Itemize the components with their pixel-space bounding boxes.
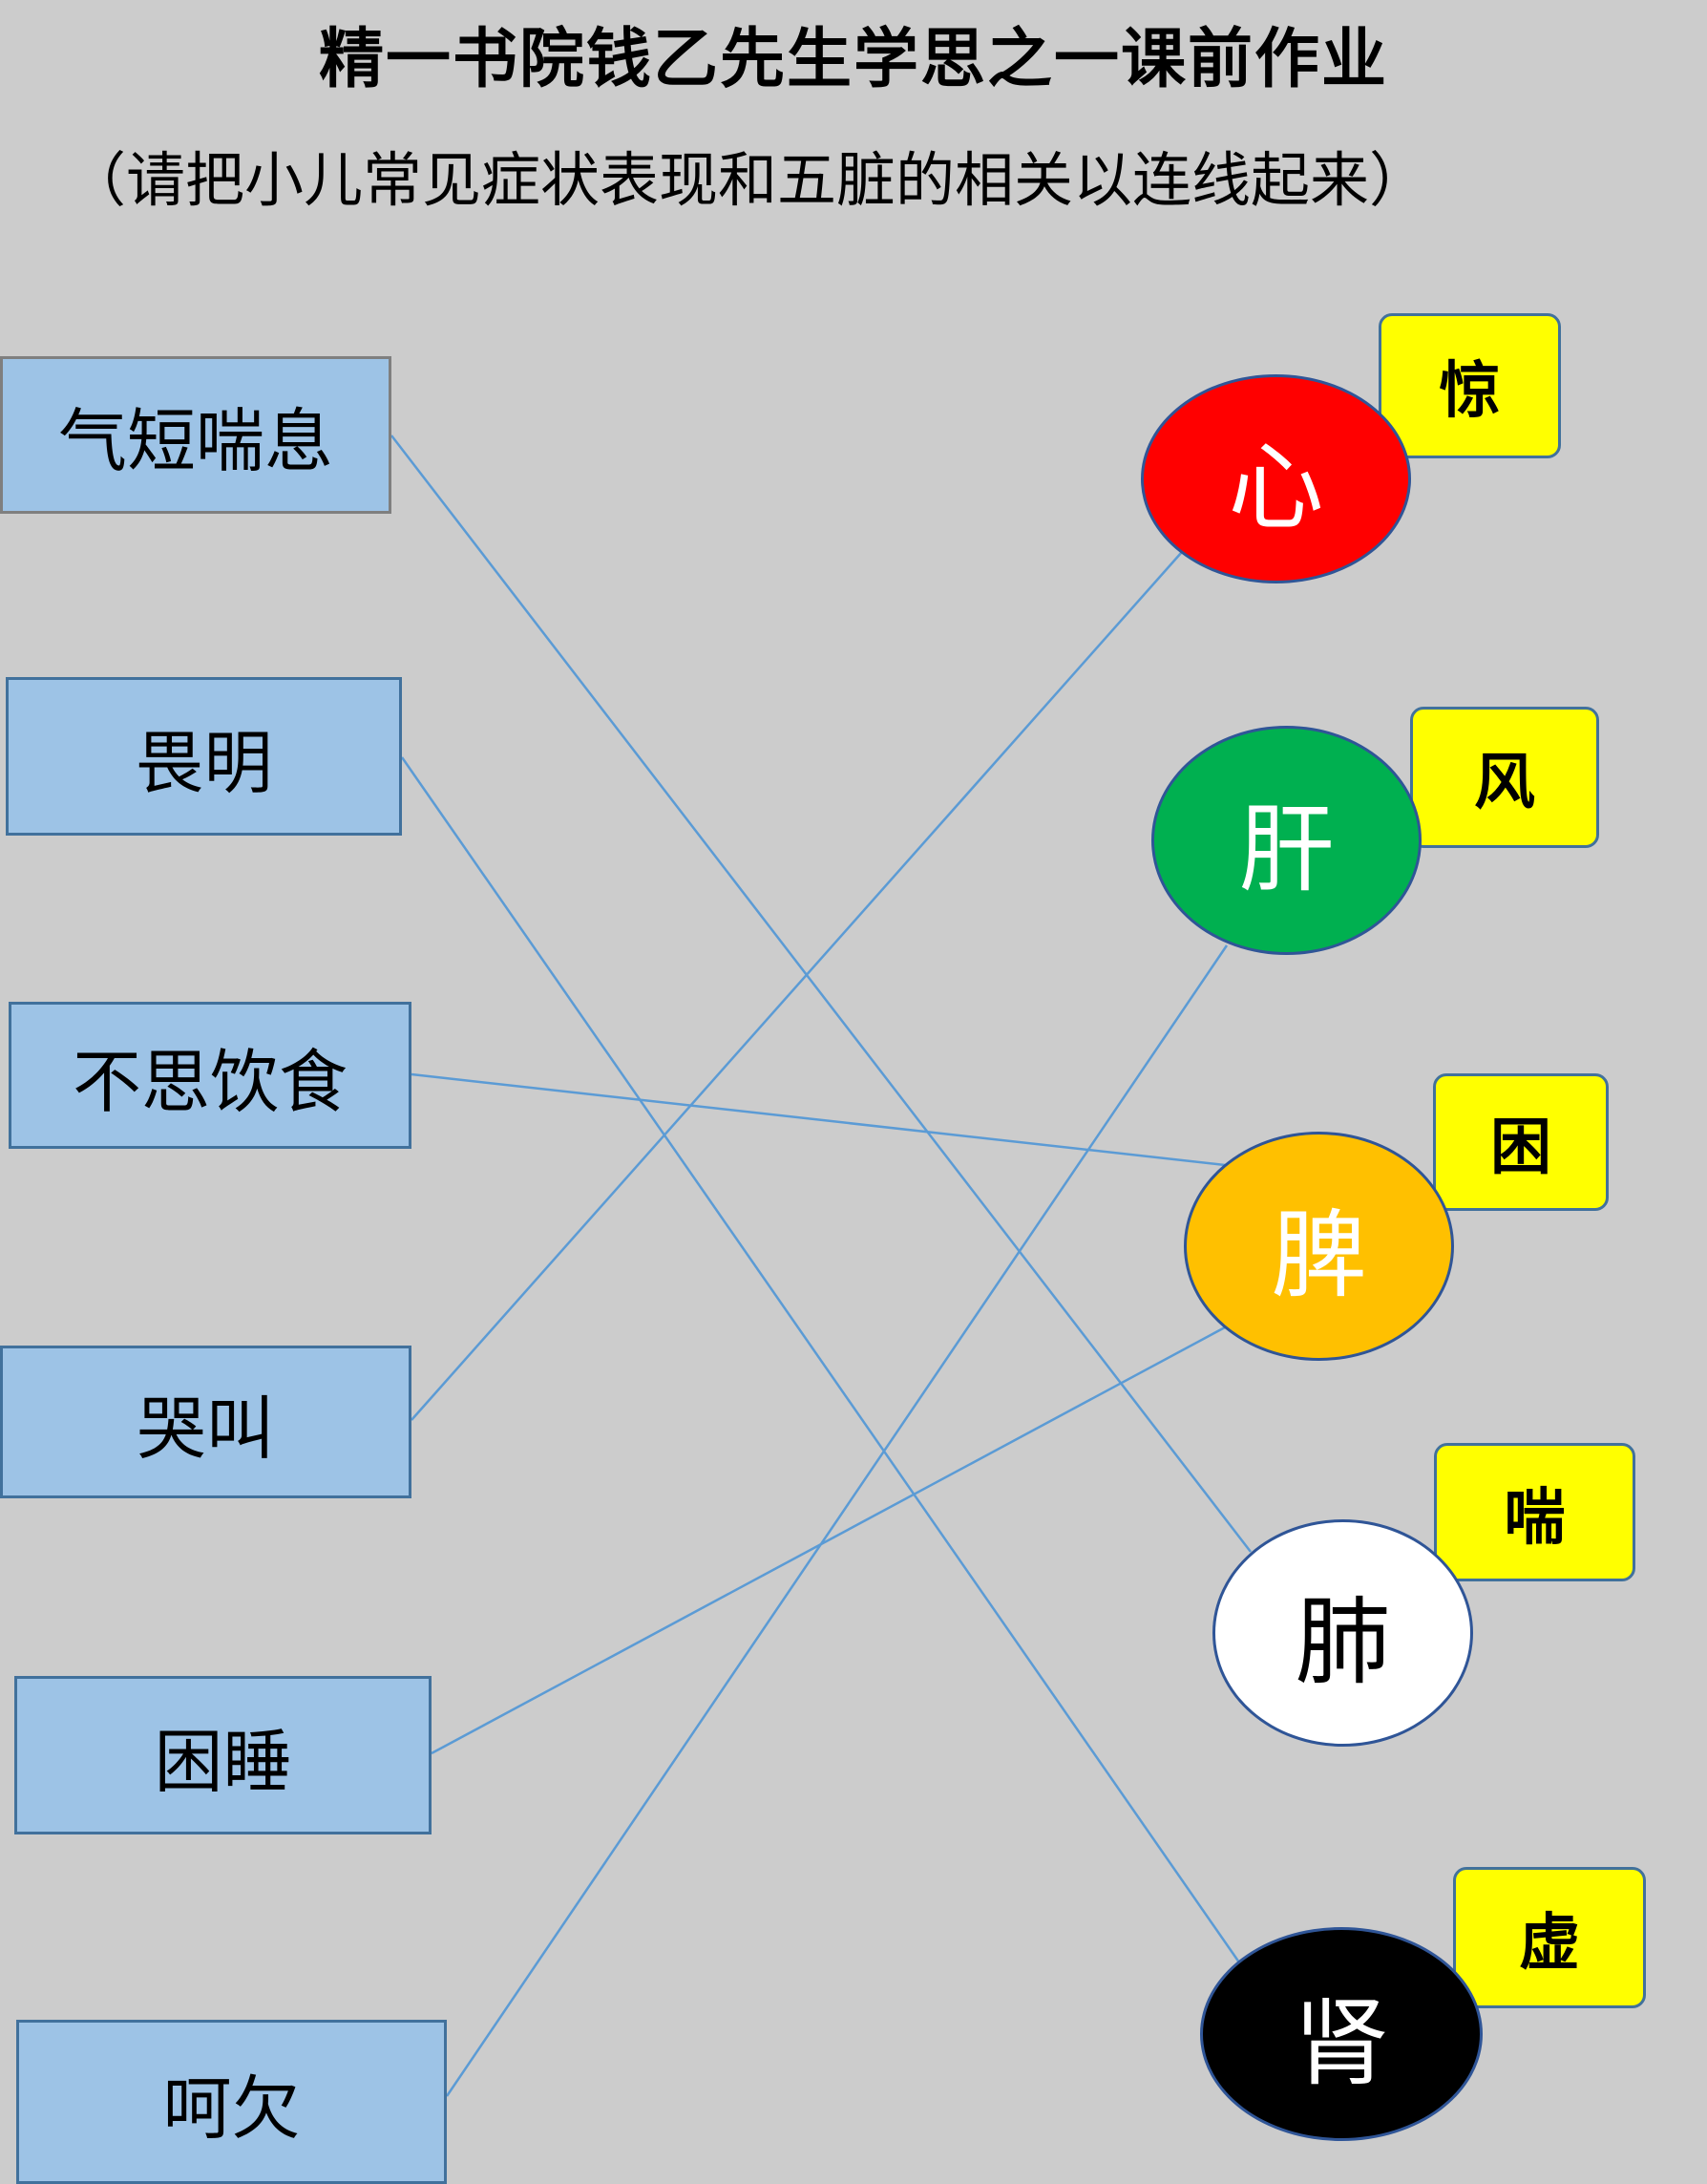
symptom-box-sleepy[interactable]: 困睡: [14, 1676, 432, 1834]
connector-crying-heart[interactable]: [411, 551, 1183, 1421]
tag-sleepiness: 困: [1433, 1073, 1609, 1211]
tag-wind: 风: [1410, 707, 1599, 848]
connector-appetite-spleen[interactable]: [411, 1072, 1226, 1167]
symptom-box-shortness-of-breath[interactable]: 气短喘息: [0, 356, 391, 514]
symptom-label: 呵欠: [162, 2067, 301, 2149]
connector-photophobia-kidney[interactable]: [400, 756, 1241, 1963]
page-title: 精一书院钱乙先生学思之一课前作业: [318, 21, 1388, 97]
page-subtitle: （请把小儿常见症状表现和五脏的相关以连线起来）: [67, 145, 1429, 215]
organ-heart[interactable]: 心: [1141, 374, 1411, 583]
tag-deficiency: 虚: [1453, 1867, 1646, 2008]
symptom-label: 不思饮食: [72, 1041, 348, 1122]
symptom-label: 困睡: [154, 1721, 292, 1802]
symptom-label: 畏明: [135, 722, 273, 803]
tag-panting: 喘: [1434, 1443, 1635, 1581]
connector-sleepy-spleen[interactable]: [431, 1325, 1226, 1755]
symptom-box-crying[interactable]: 哭叫: [0, 1346, 411, 1498]
connector-breath-lung[interactable]: [390, 435, 1252, 1553]
organ-liver[interactable]: 肝: [1151, 726, 1422, 955]
organ-kidney[interactable]: 肾: [1200, 1927, 1483, 2141]
symptom-label: 气短喘息: [57, 401, 333, 481]
symptom-box-photophobia[interactable]: 畏明: [6, 677, 402, 836]
symptom-label: 哭叫: [137, 1388, 275, 1469]
tag-fright: 惊: [1379, 313, 1561, 458]
symptom-box-no-appetite[interactable]: 不思饮食: [9, 1002, 411, 1149]
connector-yawn-liver[interactable]: [445, 944, 1229, 2097]
organ-lung[interactable]: 肺: [1212, 1519, 1473, 1747]
symptom-box-yawn[interactable]: 呵欠: [16, 2020, 447, 2184]
organ-spleen[interactable]: 脾: [1184, 1132, 1454, 1361]
